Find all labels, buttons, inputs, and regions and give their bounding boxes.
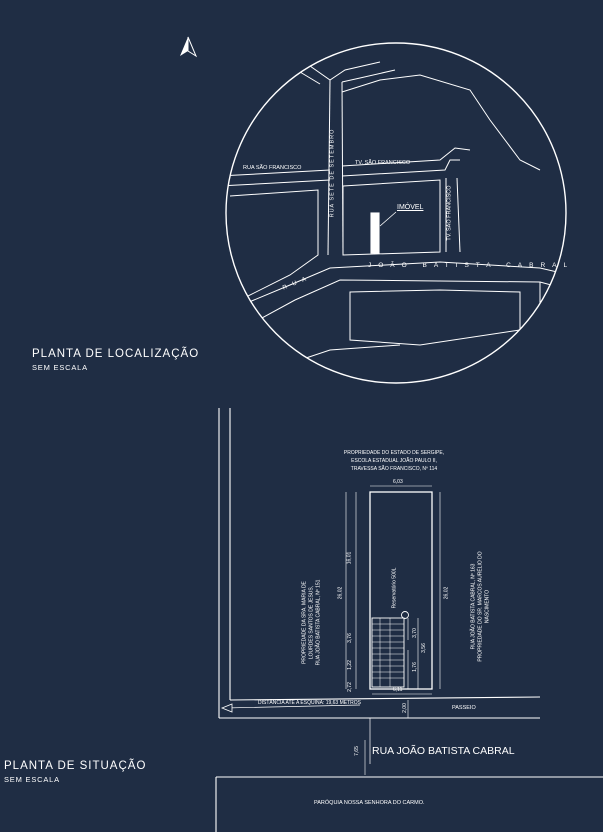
street-label-sete-setembro: RUA SETE DE SETEMBRO xyxy=(329,128,336,218)
street-network xyxy=(226,61,566,361)
dim-top-width: 6,03 xyxy=(393,479,403,485)
dim-left-272: 2,72 xyxy=(346,682,353,692)
house-hatching xyxy=(372,618,404,687)
dim-right-176: 1,76 xyxy=(411,662,418,672)
street-label-tv-sao-francisco-right: TV. SÃO FRANCISCO xyxy=(446,185,453,241)
distance-label: DISTÂNCIA ATÉ A ESQUINA: 19,63 METROS xyxy=(258,700,361,706)
site-plan-subtitle: SEM ESCALA xyxy=(4,775,60,784)
left-owner-line: RUA JOÃO BATISTA CABRAL, Nº 151 xyxy=(315,579,322,666)
top-owner-note: PROPRIEDADE DO ESTADO DE SERGIPE, ESCOLA… xyxy=(334,449,454,473)
left-owner-note: PROPRIEDADE DA SRA. MARIA DE LOURDES SAN… xyxy=(302,573,323,673)
reservoir-icon xyxy=(401,611,409,619)
dim-right-356: 3,56 xyxy=(420,643,427,653)
right-owner-line: NASCIMENTO xyxy=(484,589,491,624)
site-plan-title: PLANTA DE SITUAÇÃO xyxy=(4,760,147,772)
dim-left-total: 26,02 xyxy=(337,586,344,600)
left-owner-line: PROPRIEDADE DA SRA. MARIA DE xyxy=(301,581,308,664)
street-label-tv-sao-francisco-top: TV. SÃO FRANCISCO xyxy=(355,160,411,166)
location-circle xyxy=(225,42,567,384)
dim-sidewalk: 2,00 xyxy=(401,703,408,713)
lot-outline xyxy=(369,491,433,690)
location-plan-title: PLANTA DE LOCALIZAÇÃO xyxy=(32,348,200,360)
location-plan-subtitle: SEM ESCALA xyxy=(32,363,88,372)
left-owner-line: LOURDES SANTOS DE JESUS, xyxy=(308,585,315,660)
dim-street-width: 7,65 xyxy=(353,746,360,756)
top-owner-line: TRAVESSA SÃO FRANCISCO, Nº 114 xyxy=(350,466,438,472)
church-label: PARÓQUIA NOSSA SENHORA DO CARMO. xyxy=(314,800,425,806)
dim-left-mid: 3,76 xyxy=(346,633,353,643)
dimension-lines xyxy=(345,485,441,775)
street-label-joao-batista: JOÃO BATISTA CABRAL xyxy=(368,262,575,269)
property-leader-line xyxy=(379,211,397,227)
dim-right-370: 3,70 xyxy=(411,628,418,638)
property-label: IMÓVEL xyxy=(397,204,424,211)
dim-bottom-width: 6,11 xyxy=(393,687,403,693)
house-plan xyxy=(371,617,405,688)
right-owner-line: PROPRIEDADE DO SR. MARCOS AURÉLIO DO xyxy=(477,551,484,662)
arrow-left-icon xyxy=(220,703,233,713)
street-name-label: RUA JOÃO BATISTA CABRAL xyxy=(372,745,515,757)
dim-left-122: 1,22 xyxy=(346,660,353,670)
dim-right-total: 26,02 xyxy=(443,586,450,600)
right-owner-note: RUA JOÃO BATISTA CABRAL, Nº 163 PROPRIED… xyxy=(471,551,492,663)
right-owner-line: RUA JOÃO BATISTA CABRAL, Nº 163 xyxy=(470,563,477,650)
property-marker xyxy=(370,212,380,254)
north-arrow-icon xyxy=(180,36,198,58)
street-label-rua-sao-francisco: RUA SÃO FRANCISCO xyxy=(243,165,302,171)
sidewalk-label: PASSEIO xyxy=(452,705,476,711)
distance-dimension-line xyxy=(224,704,361,709)
reservoir-label: Reservatório 500L xyxy=(391,567,398,609)
dim-left-upper: 16,01 xyxy=(346,551,353,565)
top-owner-line: ESCOLA ESTADUAL JOÃO PAULO II, xyxy=(351,458,437,464)
top-owner-line: PROPRIEDADE DO ESTADO DE SERGIPE, xyxy=(343,450,445,456)
